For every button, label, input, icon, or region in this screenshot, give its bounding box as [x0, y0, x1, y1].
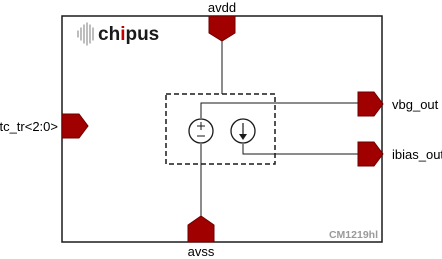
part-number: CM1219hl — [329, 229, 378, 241]
pin-label-avss: avss — [188, 244, 215, 259]
wire-ibias — [242, 144, 358, 155]
logo-text: chipus — [98, 24, 159, 45]
chipus-logo: chipus — [77, 22, 159, 46]
pin-label-vbg-out: vbg_out — [392, 97, 439, 112]
wire-vbg — [200, 102, 358, 118]
pin-label-avdd: avdd — [208, 0, 236, 15]
pin-label-ibias-out: ibias_out — [392, 147, 442, 162]
pin-avdd-icon[interactable] — [208, 15, 236, 42]
current-source-icon — [230, 118, 256, 144]
pin-tc-tr-icon[interactable] — [61, 113, 89, 139]
pin-label-tc-tr: tc_tr<2:0> — [0, 119, 58, 134]
pin-ibias-out-icon[interactable] — [357, 141, 384, 167]
wires — [200, 40, 358, 216]
logo-waveform-icon — [77, 22, 94, 46]
core-block — [165, 93, 276, 165]
pin-vbg-out-icon[interactable] — [357, 91, 384, 117]
voltage-source-icon — [188, 118, 214, 144]
pin-avss-icon[interactable] — [187, 215, 215, 243]
